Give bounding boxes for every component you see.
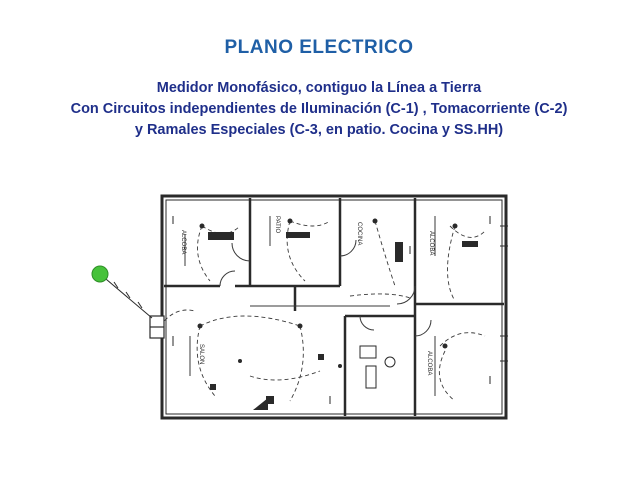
room-label-alcoba-2: ALCOBA	[428, 231, 434, 255]
subtitle-line-1: Medidor Monofásico, contiguo la Línea a …	[156, 80, 482, 96]
door-swings	[219, 239, 432, 337]
room-label-cocina: COCINA	[356, 222, 362, 245]
room-label-alcoba-1: ALCOBA	[180, 230, 186, 254]
interior-walls	[164, 198, 504, 416]
electrical-floor-plan: ALCOBA PATIO COCINA ALCOBA SALON ALCOBA	[91, 194, 508, 420]
room-label-alcoba-3: ALCOBA	[426, 351, 432, 375]
ground-line	[99, 273, 153, 319]
windows	[500, 225, 508, 362]
subtitle-line-2: Con Circuitos independientes de Iluminac…	[70, 101, 568, 117]
bathroom-fixtures	[359, 345, 396, 389]
meter-box	[149, 315, 165, 339]
electrical-fixtures	[197, 218, 478, 404]
circuit-runs	[184, 216, 436, 396]
outer-walls	[160, 194, 508, 420]
stair-marker	[253, 398, 268, 410]
room-labels: ALCOBA PATIO COCINA ALCOBA SALON ALCOBA	[180, 216, 434, 375]
switch-marks	[172, 216, 491, 404]
page-title: PLANO ELECTRICO	[224, 37, 414, 58]
subtitle-line-3: y Ramales Especiales (C-3, en patio. Coc…	[134, 122, 504, 138]
room-label-patio: PATIO	[274, 216, 280, 233]
ground-ticks	[113, 281, 143, 309]
circuit-wiring	[159, 220, 486, 402]
room-label-salon: SALON	[198, 344, 204, 364]
ground-connection-icon	[91, 265, 109, 283]
